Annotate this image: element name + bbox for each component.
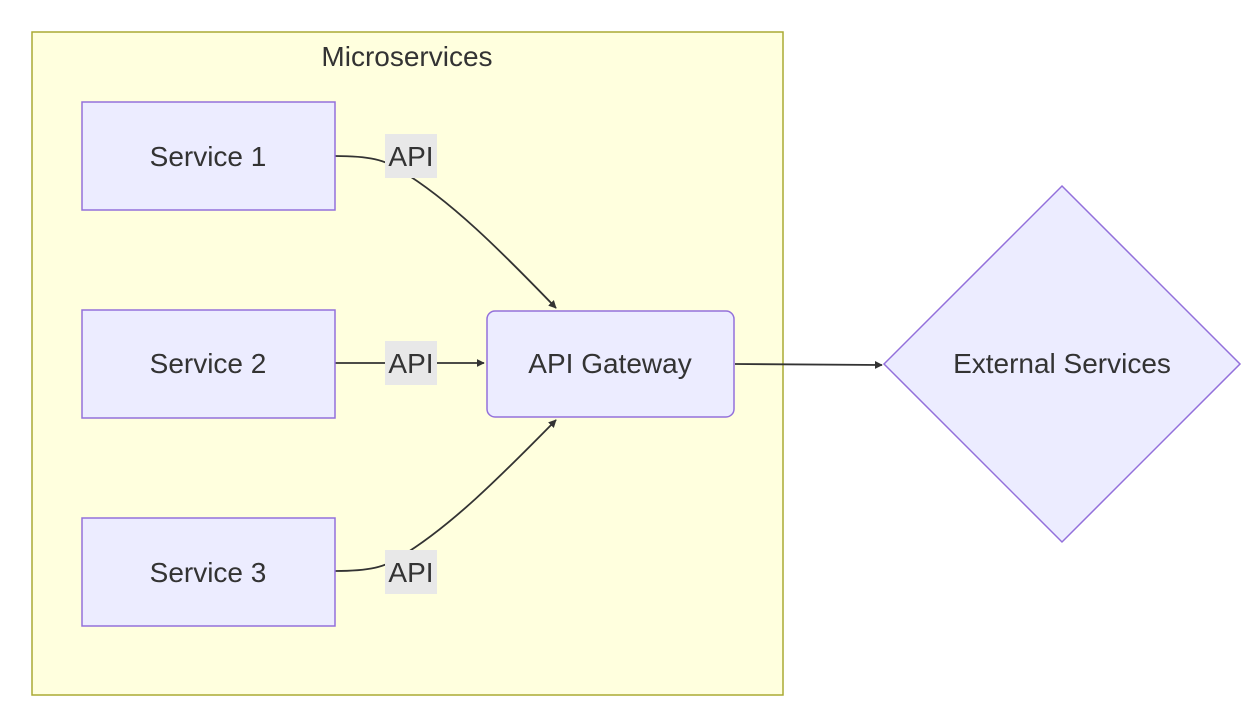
node-box [81,517,336,627]
edge-label-bg [385,134,437,178]
node-label: Service 3 [150,557,267,588]
node-box [81,309,336,419]
edge-label-text: API [388,348,433,379]
edge-service-1-to-gateway [334,155,557,309]
edge-label-text: API [388,557,433,588]
edge-label-bg [385,550,437,594]
edge-label-service-1: API [385,134,437,178]
node-diamond [882,184,1242,544]
node-box [486,310,735,418]
nodes: Service 1 Service 2 Service 3 API Gatewa… [81,101,1242,627]
edge-service-3-to-gateway [334,419,557,572]
edge-label-bg [385,341,437,385]
node-label: API Gateway [528,348,691,379]
node-api-gateway[interactable]: API Gateway [486,310,735,418]
node-external-services[interactable]: External Services [882,184,1242,544]
node-service-1[interactable]: Service 1 [81,101,336,211]
edge-labels: API API API [385,134,437,594]
node-label: External Services [953,348,1171,379]
edge-gateway-to-external [734,360,883,369]
edge-label-service-2: API [385,341,437,385]
node-label: Service 1 [150,141,267,172]
node-box [81,101,336,211]
node-service-3[interactable]: Service 3 [81,517,336,627]
edge-label-text: API [388,141,433,172]
node-label: Service 2 [150,348,267,379]
node-service-2[interactable]: Service 2 [81,309,336,419]
subgraph-title: Microservices [321,41,492,72]
edge-label-service-3: API [385,550,437,594]
